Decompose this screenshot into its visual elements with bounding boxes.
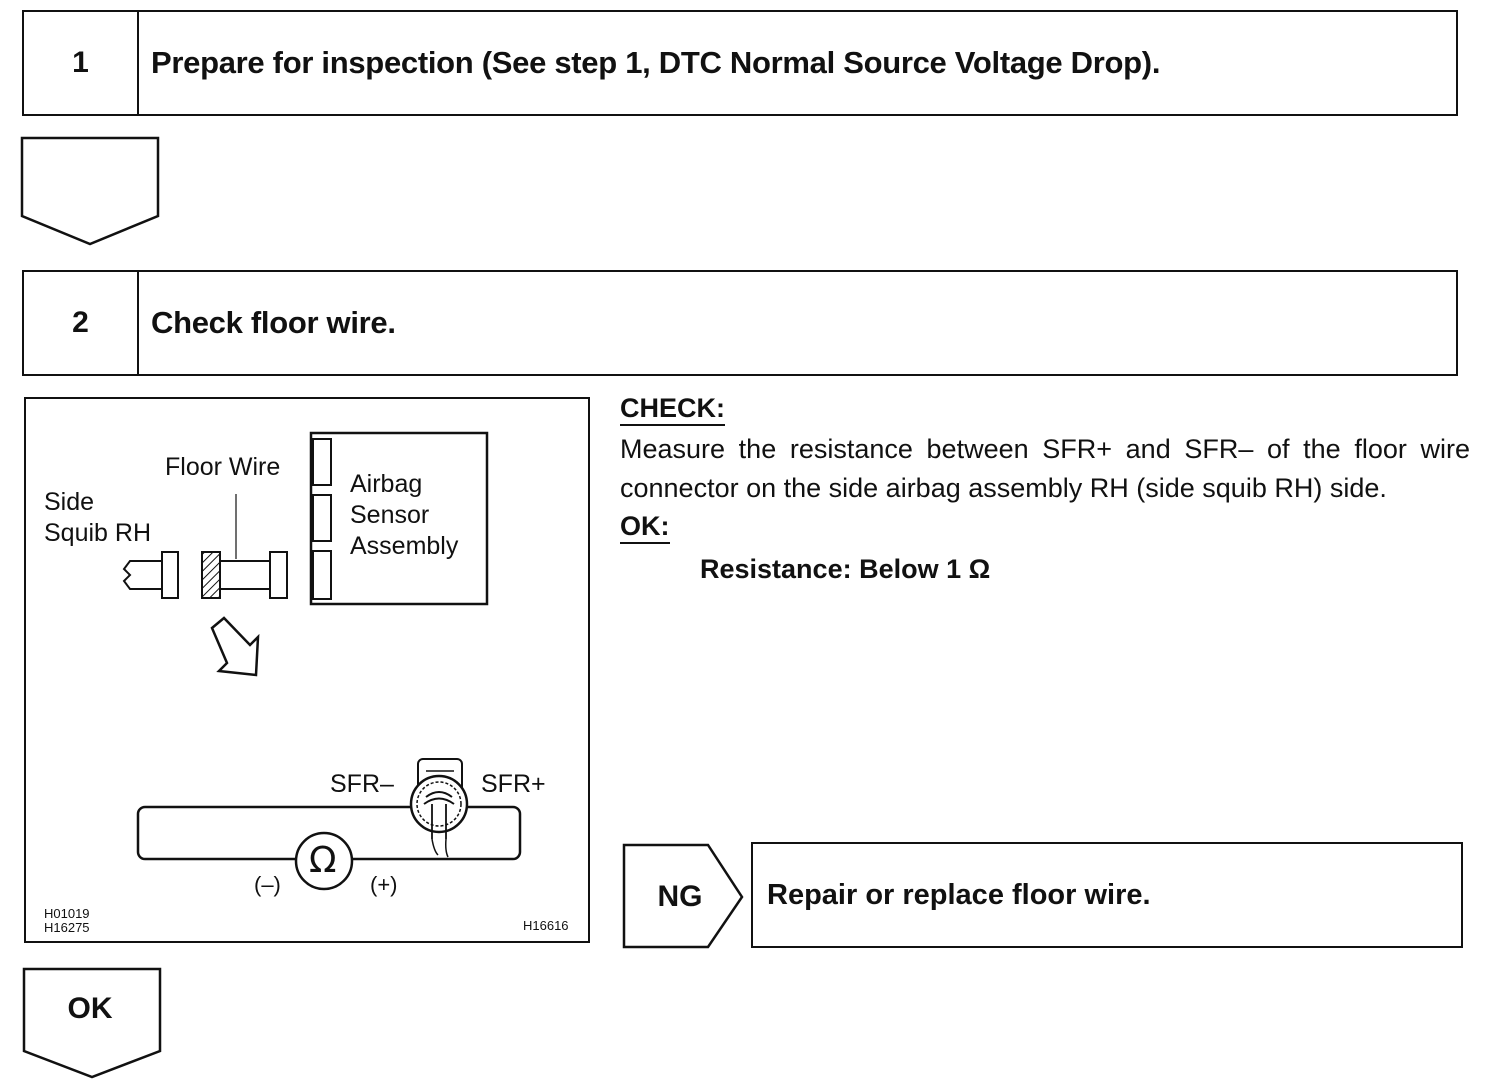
check-section: CHECK: Measure the resistance between SF… (620, 392, 1470, 585)
side-squib-connector (122, 551, 179, 599)
probe-negative-label: (–) (254, 872, 281, 897)
flow-down-arrow (20, 136, 160, 246)
floor-wire-label: Floor Wire (165, 453, 281, 481)
sensor-label-line3: Assembly (350, 532, 459, 560)
airbag-sensor-assembly (309, 431, 489, 606)
check-heading: CHECK: (620, 392, 725, 426)
ok-down-arrow (22, 967, 162, 1079)
step-2-number: 2 (24, 272, 139, 374)
ng-action-text: Repair or replace floor wire. (767, 878, 1151, 911)
figure-code-left-2: H16275 (44, 920, 90, 935)
sfr-minus-label: SFR– (330, 770, 394, 798)
sfr-plus-label: SFR+ (481, 770, 546, 798)
ohmmeter-circuit (136, 805, 522, 891)
side-squib-label-line2: Squib RH (44, 519, 151, 547)
figure-code-right: H16616 (523, 918, 569, 933)
step-2-box: 2 Check floor wire. (22, 270, 1458, 376)
ng-arrow (622, 843, 744, 949)
step-1-box: 1 Prepare for inspection (See step 1, DT… (22, 10, 1458, 116)
figure-code-left-1: H01019 (44, 906, 90, 921)
hollow-arrow-icon (210, 616, 260, 677)
ok-heading: OK: (620, 510, 670, 544)
ng-action-box: Repair or replace floor wire. (751, 842, 1463, 948)
floor-wire-terminal-connector (409, 758, 469, 858)
side-squib-label-line1: Side (44, 488, 95, 516)
step-1-number: 1 (24, 12, 139, 114)
wiring-diagram-figure: Floor Wire Side Squib RH Airbag Sensor A… (24, 397, 590, 943)
ok-label: OK (67, 992, 113, 1025)
sensor-label-line1: Airbag (350, 470, 423, 498)
step-1-title: Prepare for inspection (See step 1, DTC … (151, 45, 1161, 80)
probe-positive-label: (+) (370, 872, 398, 897)
ohm-symbol: Ω (309, 840, 337, 881)
sensor-label-line2: Sensor (350, 501, 430, 529)
ng-label: NG (657, 880, 703, 913)
check-instruction: Measure the resistance between SFR+ and … (620, 434, 1470, 503)
ok-resistance-value: Resistance: Below 1 Ω (700, 554, 991, 584)
step-2-title: Check floor wire. (151, 305, 396, 340)
wiring-diagram-drawing (122, 431, 522, 891)
floor-wire-connector (201, 494, 288, 599)
